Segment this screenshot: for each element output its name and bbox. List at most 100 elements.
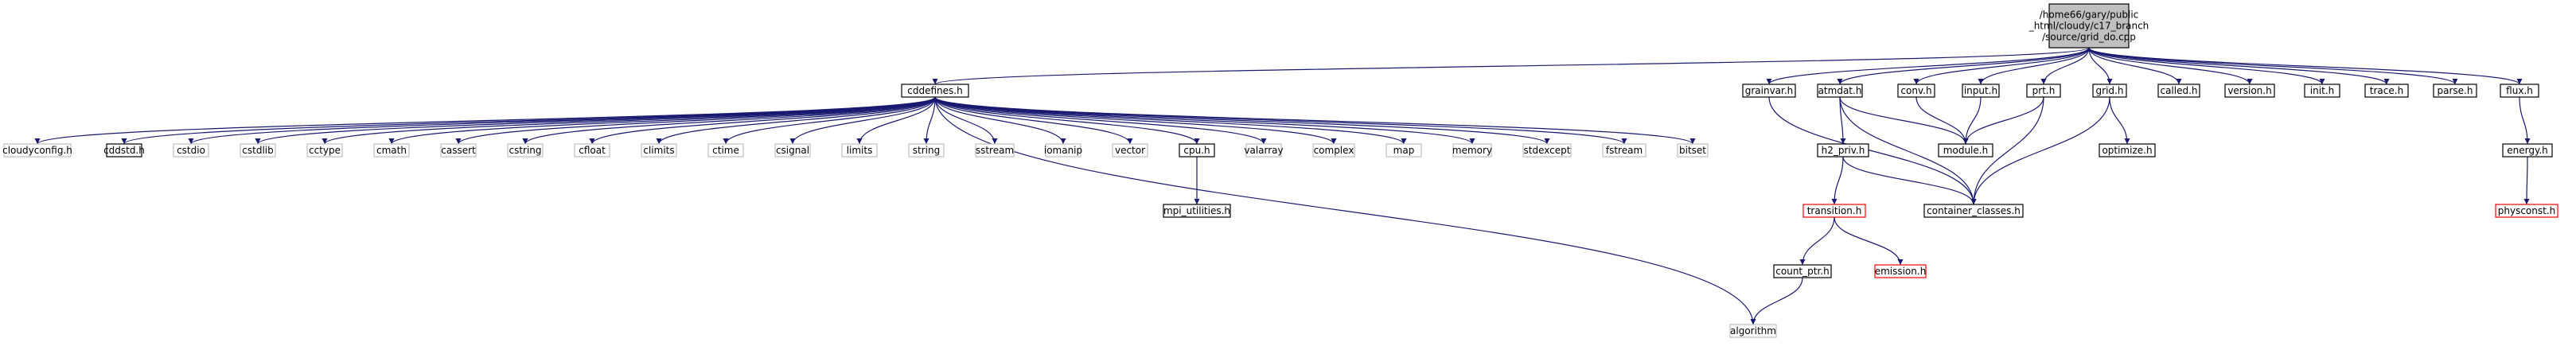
node-label-conv_h: conv.h <box>1900 85 1931 96</box>
edge-cddefines_h-to-cstdio <box>188 96 936 145</box>
node-box-cassert <box>440 143 477 158</box>
node-called_h[interactable]: called.h <box>2157 84 2200 98</box>
node-box-map <box>1385 143 1422 158</box>
node-module_h[interactable]: module.h <box>1938 143 1993 158</box>
node-emission_h[interactable]: emission.h <box>1874 264 1927 278</box>
node-ctime[interactable]: ctime <box>707 143 744 158</box>
node-box-energy_h <box>2502 143 2553 158</box>
node-fstream[interactable]: fstream <box>1602 143 1647 158</box>
node-transition_h[interactable]: transition.h <box>1802 204 1866 218</box>
edge-conv_h-to-module_h <box>1915 96 1969 145</box>
node-box-iomanip <box>1045 143 1081 158</box>
node-label-ctime: ctime <box>712 145 739 156</box>
node-cctype[interactable]: cctype <box>306 143 343 158</box>
node-box-count_ptr_h <box>1773 264 1832 278</box>
node-stdexcept[interactable]: stdexcept <box>1522 143 1572 158</box>
node-label-grainvar_h: grainvar.h <box>1745 85 1794 96</box>
edge-cddefines_h-to-limits <box>856 96 936 145</box>
edge-cddefines_h-to-cfloat <box>589 96 936 145</box>
node-trace_h[interactable]: trace.h <box>2364 84 2409 98</box>
node-flux_h[interactable]: flux.h <box>2500 84 2539 98</box>
node-csignal[interactable]: csignal <box>774 143 811 158</box>
node-cddefines_h[interactable]: cddefines.h <box>901 84 969 98</box>
edge-h2_priv_h-to-container_classes_h <box>1842 156 1977 205</box>
edge-prt_h-to-module_h <box>1962 96 2044 145</box>
node-grainvar_h[interactable]: grainvar.h <box>1742 84 1796 98</box>
node-container_classes_h[interactable]: container_classes.h <box>1923 204 2024 218</box>
node-algorithm[interactable]: algorithm <box>1729 324 1777 338</box>
node-complex[interactable]: complex <box>1312 143 1355 158</box>
node-count_ptr_h[interactable]: count_ptr.h <box>1773 264 1832 278</box>
edge-cddefines_h-to-stdexcept <box>934 96 1550 145</box>
node-conv_h[interactable]: conv.h <box>1897 84 1935 98</box>
node-vector[interactable]: vector <box>1112 143 1148 158</box>
node-version_h[interactable]: version.h <box>2224 84 2275 98</box>
node-box-version_h <box>2224 84 2275 98</box>
edge-h2_priv_h-to-transition_h <box>1831 156 1844 205</box>
node-cloudyconfig_h[interactable]: cloudyconfig.h <box>2 143 72 158</box>
node-cfloat[interactable]: cfloat <box>574 143 610 158</box>
node-limits[interactable]: limits <box>841 143 878 158</box>
node-optimize_h[interactable]: optimize.h <box>2099 143 2156 158</box>
node-box-prt_h <box>2026 84 2061 98</box>
node-climits[interactable]: climits <box>641 143 677 158</box>
node-init_h[interactable]: init.h <box>2304 84 2340 98</box>
node-energy_h[interactable]: energy.h <box>2502 143 2553 158</box>
node-label-iomanip: iomanip <box>1044 145 1082 156</box>
node-label-bitset: bitset <box>1679 145 1706 156</box>
node-box-cloudyconfig_h <box>3 143 72 158</box>
edge-cddefines_h-to-cctype <box>322 96 936 145</box>
node-label-transition_h: transition.h <box>1807 205 1862 216</box>
edge-root-to-flux_h <box>2088 47 2523 85</box>
node-cstring[interactable]: cstring <box>507 143 544 158</box>
node-box-conv_h <box>1897 84 1935 98</box>
node-map[interactable]: map <box>1385 143 1422 158</box>
edge-root-to-init_h <box>2088 47 2325 85</box>
node-iomanip[interactable]: iomanip <box>1044 143 1082 158</box>
node-prt_h[interactable]: prt.h <box>2026 84 2061 98</box>
node-label-vector: vector <box>1115 145 1145 156</box>
edge-prt_h-to-container_classes_h <box>1970 96 2044 205</box>
node-box-emission_h <box>1874 264 1927 278</box>
edge-grainvar_h-to-container_classes_h <box>1768 96 1977 205</box>
node-cddstd_h[interactable]: cddstd.h <box>103 143 145 158</box>
node-label-sstream: sstream <box>976 145 1014 156</box>
node-mpi_utilities_h[interactable]: mpi_utilities.h <box>1163 204 1231 218</box>
node-box-cpu_h <box>1179 143 1215 158</box>
node-box-grid_h <box>2092 84 2127 98</box>
node-cmath[interactable]: cmath <box>373 143 410 158</box>
node-h2_priv_h[interactable]: h2_priv.h <box>1817 143 1869 158</box>
node-valarray[interactable]: valarray <box>1244 143 1284 158</box>
edge-root-to-prt_h <box>2040 47 2090 85</box>
node-bitset[interactable]: bitset <box>1677 143 1709 158</box>
node-label-emission_h: emission.h <box>1875 266 1927 277</box>
node-cpu_h[interactable]: cpu.h <box>1179 143 1215 158</box>
node-box-trace_h <box>2364 84 2409 98</box>
node-cstdio[interactable]: cstdio <box>173 143 209 158</box>
edge-cddefines_h-to-vector <box>934 96 1133 145</box>
node-sstream[interactable]: sstream <box>975 143 1015 158</box>
node-physconst_h[interactable]: physconst.h <box>2495 204 2558 218</box>
node-parse_h[interactable]: parse.h <box>2433 84 2477 98</box>
node-memory[interactable]: memory <box>1452 143 1492 158</box>
node-box-memory <box>1452 143 1492 158</box>
node-root[interactable]: /home66/gary/public_html/cloudy/c17_bran… <box>2028 3 2149 49</box>
edge-root-to-cddefines_h <box>932 47 2090 85</box>
edge-root-to-grid_h <box>2088 47 2113 85</box>
node-cassert[interactable]: cassert <box>440 143 477 158</box>
node-label-module_h: module.h <box>1943 145 1988 156</box>
node-grid_h[interactable]: grid.h <box>2092 84 2127 98</box>
node-atmdat_h[interactable]: atmdat.h <box>1817 84 1863 98</box>
node-label-valarray: valarray <box>1244 145 1283 156</box>
node-box-cmath <box>373 143 410 158</box>
node-input_h[interactable]: input.h <box>1962 84 2000 98</box>
edge-cddefines_h-to-complex <box>934 96 1337 145</box>
edge-cddefines_h-to-fstream <box>934 96 1627 145</box>
edge-cddefines_h-to-cddstd_h <box>121 96 936 145</box>
edge-cddefines_h-to-cpu_h <box>934 96 1200 145</box>
node-cstdlib[interactable]: cstdlib <box>240 143 276 158</box>
node-string[interactable]: string <box>908 143 945 158</box>
node-box-vector <box>1112 143 1148 158</box>
edge-transition_h-to-count_ptr_h <box>1799 216 1835 266</box>
